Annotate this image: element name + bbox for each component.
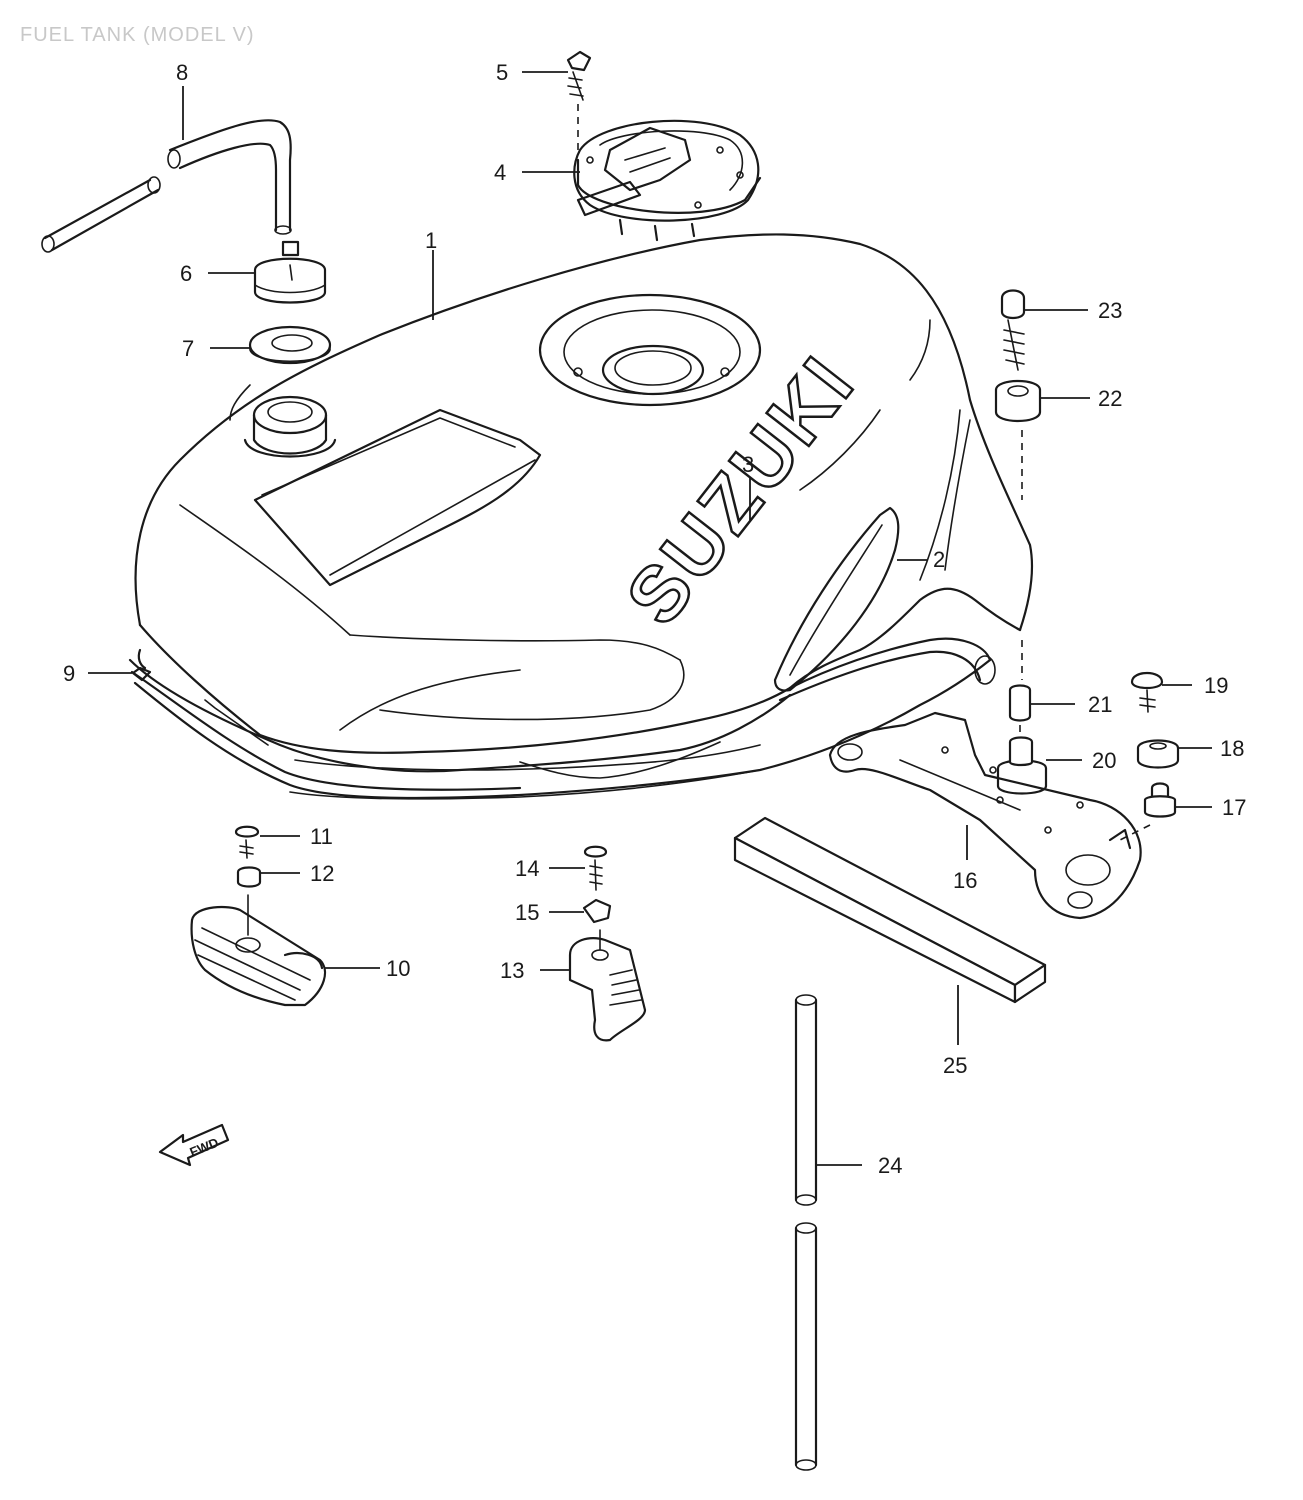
rear-bolt (1000, 289, 1026, 371)
filler-neck (538, 293, 762, 407)
callout-13: 13 (500, 958, 524, 983)
callout-18: 18 (1220, 736, 1244, 761)
cap-screw (566, 50, 592, 101)
callout-8: 8 (176, 60, 188, 85)
callout-6: 6 (180, 261, 192, 286)
collar (1008, 684, 1032, 722)
callout-22: 22 (1098, 386, 1122, 411)
side-washer (582, 898, 612, 924)
callout-25: 25 (943, 1053, 967, 1078)
mounting-bracket (828, 711, 1142, 920)
front-cushion (190, 894, 327, 1007)
valve (253, 240, 327, 304)
gasket (248, 325, 332, 365)
callout-17: 17 (1222, 795, 1246, 820)
side-screw (583, 845, 608, 891)
fuel-cap-assembly (573, 119, 762, 242)
washer (236, 866, 262, 888)
spacer (994, 380, 1042, 422)
callout-16: 16 (953, 868, 977, 893)
callout-19: 19 (1204, 673, 1228, 698)
rubber-cushion (1136, 739, 1180, 769)
breather-hose (41, 119, 292, 253)
callout-15: 15 (515, 900, 539, 925)
breather-fitting (243, 395, 337, 458)
callout-20: 20 (1092, 748, 1116, 773)
callout-9: 9 (63, 661, 75, 686)
callout-1: 1 (425, 228, 437, 253)
callout-2: 2 (933, 547, 945, 572)
callout-4: 4 (494, 160, 506, 185)
foam-pad (733, 816, 1047, 1004)
drain-hose (794, 994, 818, 1471)
callout-10: 10 (386, 956, 410, 981)
cushion-screw (234, 825, 260, 859)
callout-12: 12 (310, 861, 334, 886)
bracket-screw (1130, 671, 1164, 713)
callout-14: 14 (515, 856, 539, 881)
callout-11: 11 (310, 824, 333, 849)
side-cushion (568, 929, 647, 1042)
diagram-title: FUEL TANK (MODEL V) (20, 24, 255, 46)
mount-cushion (996, 736, 1048, 795)
callout-3: 3 (742, 452, 754, 477)
brand-lettering: SUZUKI (609, 339, 872, 641)
callout-5: 5 (496, 60, 508, 85)
callout-23: 23 (1098, 298, 1122, 323)
fuel-tank-body: SUZUKI (128, 233, 1034, 800)
callout-21: 21 (1088, 692, 1112, 717)
callout-7: 7 (182, 336, 194, 361)
mount-bolt (1143, 782, 1177, 818)
leader-lines (88, 71, 1212, 1166)
side-emblem-panel (773, 506, 900, 692)
forward-arrow-icon: FWD (158, 1123, 230, 1167)
callout-numbers: 1 2 3 4 5 6 7 8 9 10 11 12 13 14 15 16 1… (63, 60, 1246, 1178)
callout-24: 24 (878, 1153, 902, 1178)
